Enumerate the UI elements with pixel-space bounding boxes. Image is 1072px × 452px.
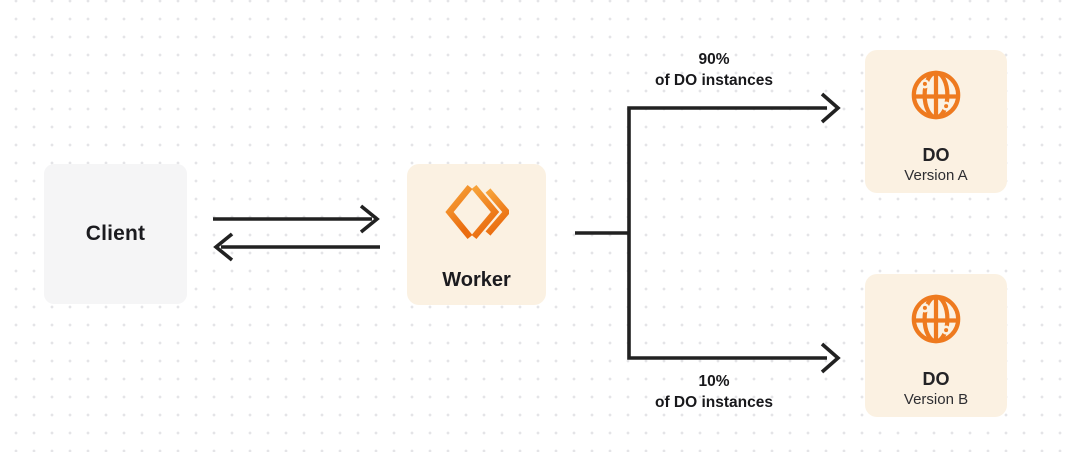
do-b-subtitle: Version B [903, 391, 969, 408]
workers-chevron-icon [444, 180, 511, 249]
do-b-title: DO [922, 369, 950, 389]
worker-label: Worker [442, 269, 511, 291]
do-version-b-node: DO Version B [865, 274, 1007, 417]
globe-icon [909, 68, 963, 127]
branch-a-percent: 90% [698, 51, 730, 68]
worker-node: Worker [407, 164, 546, 305]
client-node: Client [44, 164, 187, 304]
worker-to-client-arrow [213, 232, 380, 262]
branch-b-percent: 10% [698, 373, 730, 390]
client-to-worker-arrow [213, 204, 380, 234]
arrowhead-left-icon [213, 232, 234, 262]
arrowhead-right-icon [359, 204, 380, 234]
branch-a-caption: of DO instances [655, 72, 773, 89]
branch-b-arrowhead-icon [820, 342, 841, 374]
branch-a-label: 90% of DO instances [624, 49, 804, 91]
branch-a-arrowhead-icon [820, 92, 841, 124]
do-a-title: DO [922, 145, 950, 165]
do-a-subtitle: Version A [904, 167, 968, 184]
branch-b-label: 10% of DO instances [624, 371, 804, 413]
do-version-a-node: DO Version A [865, 50, 1007, 193]
client-label: Client [85, 222, 146, 245]
fork-line [627, 106, 827, 360]
branch-b-caption: of DO instances [655, 394, 773, 411]
globe-icon [909, 292, 963, 351]
